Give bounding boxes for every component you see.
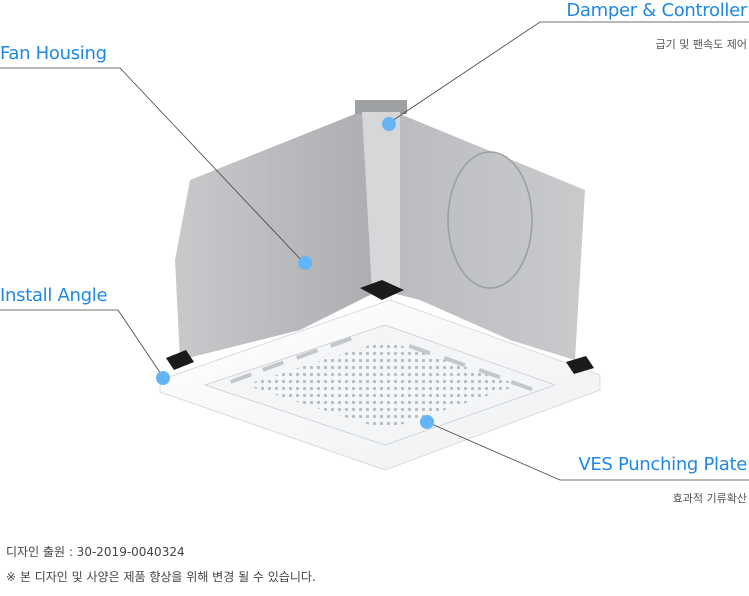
round-cover: [447, 151, 533, 289]
callout-markers: [156, 117, 434, 429]
label-fan-housing: Fan Housing: [0, 43, 107, 64]
label-ves-punching-plate: VES Punching Plate: [578, 454, 747, 475]
leader-damper: [388, 21, 749, 124]
leader-install-angle: [0, 309, 164, 378]
housing-right-face: [380, 112, 585, 360]
desc-ves-punching-plate: 효과적 기류확산: [672, 492, 747, 505]
leader-lines: [0, 21, 749, 481]
design-registration-note: 디자인 출원 : 30-2019-0040324: [6, 545, 185, 559]
housing-left-face: [175, 112, 395, 360]
install-angle-bracket-left: [166, 350, 194, 370]
disclaimer-note: ※ 본 디자인 및 사양은 제품 향상을 위해 변경 될 수 있습니다.: [6, 570, 316, 584]
air-slots: [230, 336, 533, 392]
install-angle-bracket-right: [566, 356, 594, 374]
marker-damper: [382, 117, 396, 131]
install-angle-bracket-center: [360, 280, 404, 300]
marker-punching-plate: [420, 415, 434, 429]
label-damper-controller: Damper & Controller: [566, 0, 747, 21]
desc-damper-controller: 급기 및 팬속도 제어: [655, 38, 747, 51]
marker-fan-housing: [298, 256, 312, 270]
leader-fan-housing: [0, 67, 305, 264]
leader-punching-plate: [426, 421, 749, 481]
label-install-angle: Install Angle: [0, 285, 108, 306]
damper-collar: [355, 100, 407, 114]
housing-corner: [362, 112, 400, 292]
marker-install-angle: [156, 371, 170, 385]
